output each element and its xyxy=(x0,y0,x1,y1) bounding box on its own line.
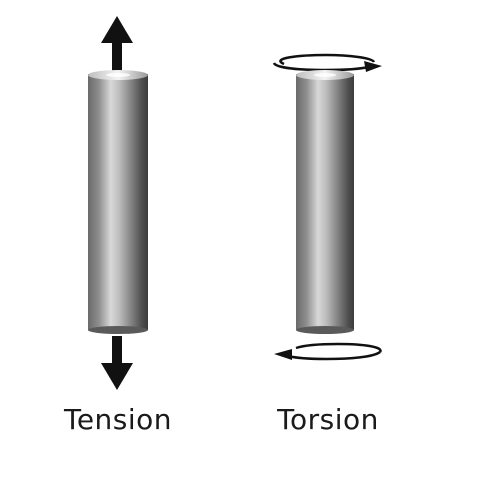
caption-torsion: Torsion xyxy=(277,403,379,436)
tension-panel xyxy=(88,16,148,390)
torsion-panel xyxy=(272,53,382,361)
caption-tension: Tension xyxy=(63,403,173,436)
twist-counterclockwise-icon xyxy=(274,342,382,361)
tension-cylinder xyxy=(88,70,148,334)
torsion-cylinder xyxy=(296,70,354,334)
twist-clockwise-icon xyxy=(272,53,382,72)
arrow-up-icon xyxy=(101,16,133,72)
arrow-down-icon xyxy=(101,336,133,390)
